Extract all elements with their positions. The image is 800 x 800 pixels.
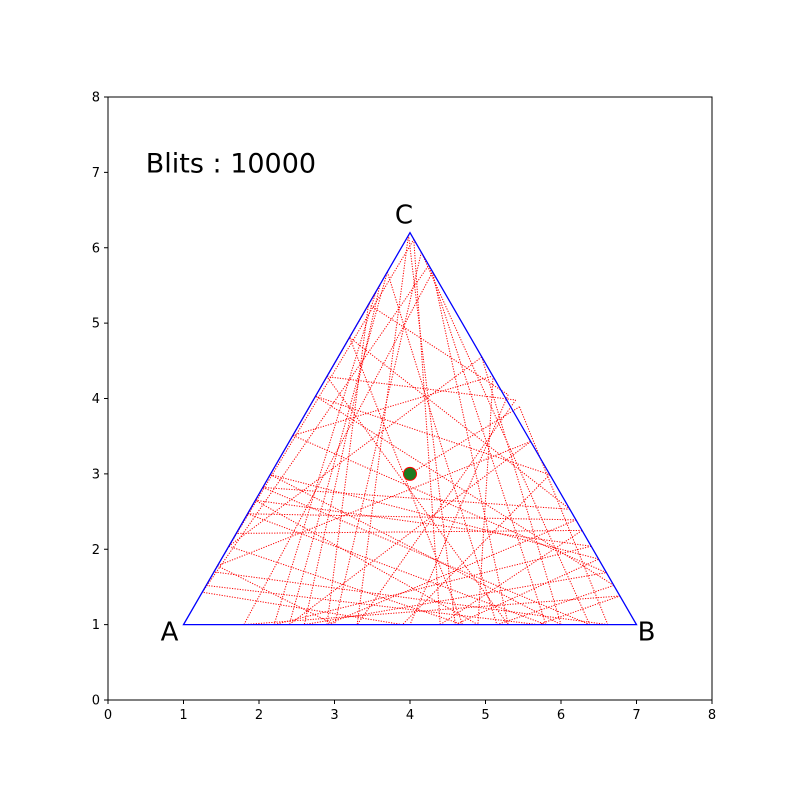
x-tick-label: 3 bbox=[330, 708, 338, 723]
x-tick-label: 4 bbox=[406, 708, 414, 723]
trajectory-segment bbox=[386, 271, 498, 625]
trajectory-segment bbox=[439, 529, 583, 626]
trajectory-segment bbox=[420, 252, 591, 625]
y-tick-label: 8 bbox=[92, 91, 100, 106]
trajectory-segment bbox=[428, 264, 547, 625]
trajectory-segment bbox=[247, 513, 577, 521]
trajectory-segment bbox=[326, 519, 577, 626]
trajectory-segment bbox=[288, 271, 388, 625]
trajectory-segment bbox=[217, 565, 335, 626]
y-tick-label: 2 bbox=[92, 543, 100, 558]
trajectory-segment bbox=[409, 394, 509, 625]
vertex-label-c: C bbox=[395, 201, 413, 231]
x-tick-label: 5 bbox=[481, 708, 489, 723]
trajectory-segment bbox=[206, 584, 539, 626]
x-tick-label: 7 bbox=[632, 708, 640, 723]
start-point-marker bbox=[403, 466, 417, 481]
trajectory-segment bbox=[243, 271, 434, 625]
trajectory-segment bbox=[228, 545, 464, 626]
trajectory-segment bbox=[519, 406, 609, 625]
y-tick-label: 3 bbox=[92, 467, 100, 482]
trajectory-segment bbox=[273, 291, 377, 625]
plot-area: A B C Blits : 10000 bbox=[146, 148, 656, 647]
trajectory-segment bbox=[402, 474, 551, 625]
trajectory-segment bbox=[356, 399, 517, 625]
x-axis: 0 1 2 3 4 5 6 7 8 bbox=[104, 700, 716, 723]
trajectory-segment bbox=[496, 584, 615, 626]
trajectory-segment bbox=[288, 441, 532, 626]
blits-counter: Blits : 10000 bbox=[146, 148, 316, 179]
trajectory-segment bbox=[349, 337, 464, 625]
x-tick-label: 2 bbox=[255, 708, 263, 723]
trajectory-segment bbox=[213, 571, 608, 626]
trajectory-segment bbox=[349, 337, 571, 510]
x-tick-label: 0 bbox=[104, 708, 112, 723]
trajectory-segment bbox=[413, 239, 441, 625]
trajectory-segment bbox=[262, 486, 571, 510]
trajectory-segment bbox=[432, 271, 509, 625]
trajectory-segment bbox=[407, 234, 456, 625]
triangle-boundary bbox=[182, 231, 638, 626]
trajectory-segment bbox=[409, 406, 520, 475]
trajectory-segment bbox=[217, 440, 531, 567]
trajectory-segment bbox=[326, 376, 509, 625]
trajectory-segment bbox=[303, 285, 381, 625]
vertex-label-a: A bbox=[161, 618, 179, 648]
y-tick-label: 5 bbox=[92, 317, 100, 332]
trajectory-segment bbox=[228, 356, 483, 547]
trajectory-segment bbox=[326, 304, 369, 625]
y-tick-label: 7 bbox=[92, 166, 100, 181]
plot-frame bbox=[107, 96, 713, 701]
trajectory-segment bbox=[255, 499, 592, 547]
trajectory-segment bbox=[326, 376, 516, 401]
y-tick-label: 1 bbox=[92, 618, 100, 633]
y-tick-label: 0 bbox=[92, 694, 100, 709]
trajectory-segment bbox=[213, 239, 415, 573]
trajectory-segment bbox=[292, 375, 494, 436]
trajectory-segment bbox=[270, 474, 599, 560]
trajectory-segment bbox=[455, 558, 599, 626]
trajectory-segment bbox=[270, 474, 562, 626]
trajectory-segment bbox=[356, 234, 409, 625]
x-tick-label: 8 bbox=[708, 708, 716, 723]
x-tick-label: 6 bbox=[557, 708, 565, 723]
y-axis: 0 1 2 3 4 5 6 7 8 bbox=[92, 91, 108, 709]
trajectory-segment bbox=[243, 595, 620, 626]
x-tick-label: 1 bbox=[179, 708, 187, 723]
trajectory-segment bbox=[247, 513, 547, 626]
y-tick-label: 4 bbox=[92, 392, 100, 407]
trajectory-segment bbox=[254, 499, 479, 626]
y-tick-label: 6 bbox=[92, 241, 100, 256]
trajectory-segment bbox=[315, 395, 550, 476]
trajectory-segment bbox=[315, 395, 615, 586]
trajectory-segment bbox=[368, 303, 509, 396]
trajectory-segment bbox=[304, 572, 607, 626]
vertex-label-b: B bbox=[638, 618, 656, 648]
trajectory-segment bbox=[236, 529, 583, 534]
trajectory-segment bbox=[262, 486, 590, 626]
trajectory-segment bbox=[481, 356, 562, 625]
